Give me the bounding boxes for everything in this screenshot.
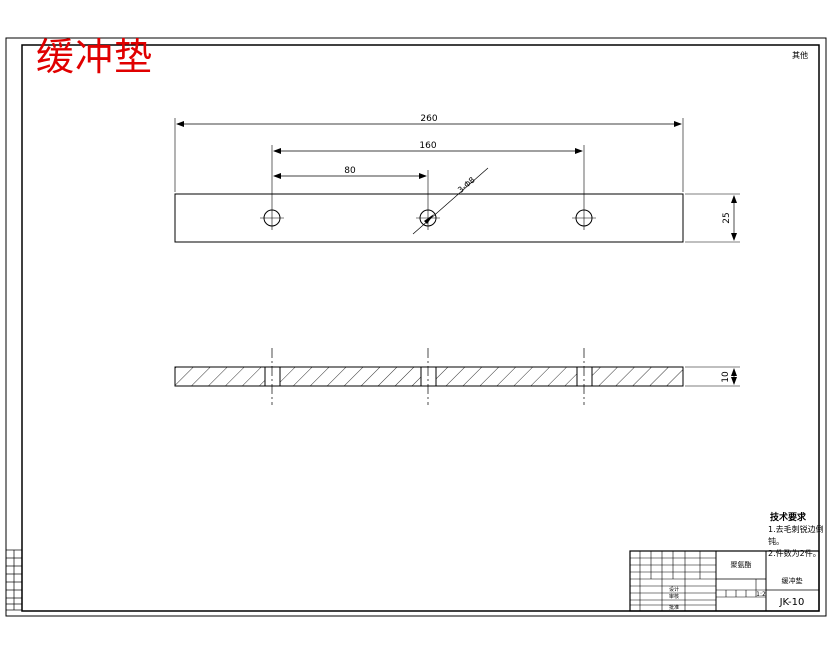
- hole-leader-line: [412, 167, 489, 235]
- hole-center: [416, 206, 440, 230]
- hole-right: [572, 206, 596, 230]
- section-hatch-1: [175, 367, 265, 386]
- title-block-drawing-number: JK-10: [779, 597, 805, 608]
- corner-note: 其他: [792, 51, 808, 60]
- section-hatch-2: [280, 367, 421, 386]
- top-view: 260 160 80 3-Φ8 25: [174, 114, 740, 243]
- sheet-inner-border: [21, 44, 820, 612]
- title-block-approved: 批准: [669, 604, 679, 611]
- drawing-title: 缓冲垫: [36, 35, 154, 79]
- title-block-material: 聚氨酯: [731, 560, 752, 569]
- title-block-checked: 审核: [669, 593, 679, 600]
- section-view: 10: [174, 348, 740, 405]
- technical-requirement-item: 1.去毛刺锐边倒钝。: [768, 525, 824, 546]
- hole-note-text: 3-Φ8: [456, 175, 477, 194]
- technical-requirements-heading: 技术要求: [770, 513, 807, 523]
- technical-requirement-item: 2.件数为2件。: [768, 549, 821, 558]
- section-hatch-4: [592, 367, 683, 386]
- dim-text-10: 10: [721, 371, 731, 383]
- dim-text-260: 260: [420, 114, 437, 124]
- technical-requirements: 技术要求 1.去毛刺锐边倒钝。 2.件数为2件。: [768, 512, 830, 560]
- title-block-designed: 设计: [669, 586, 679, 593]
- dim-text-80: 80: [344, 166, 356, 176]
- dim-text-25: 25: [722, 212, 732, 223]
- left-margin-table: [5, 549, 23, 611]
- title-block-drawing-name: 缓冲垫: [782, 576, 803, 585]
- section-hatch-3: [436, 367, 577, 386]
- hole-left: [260, 206, 284, 230]
- sheet-outer-border: [5, 37, 827, 617]
- top-view-plate: [174, 193, 684, 243]
- section-outline: [174, 366, 684, 387]
- dim-text-160: 160: [419, 141, 436, 151]
- title-block: [629, 550, 820, 612]
- title-block-scale: 1:2: [756, 591, 766, 598]
